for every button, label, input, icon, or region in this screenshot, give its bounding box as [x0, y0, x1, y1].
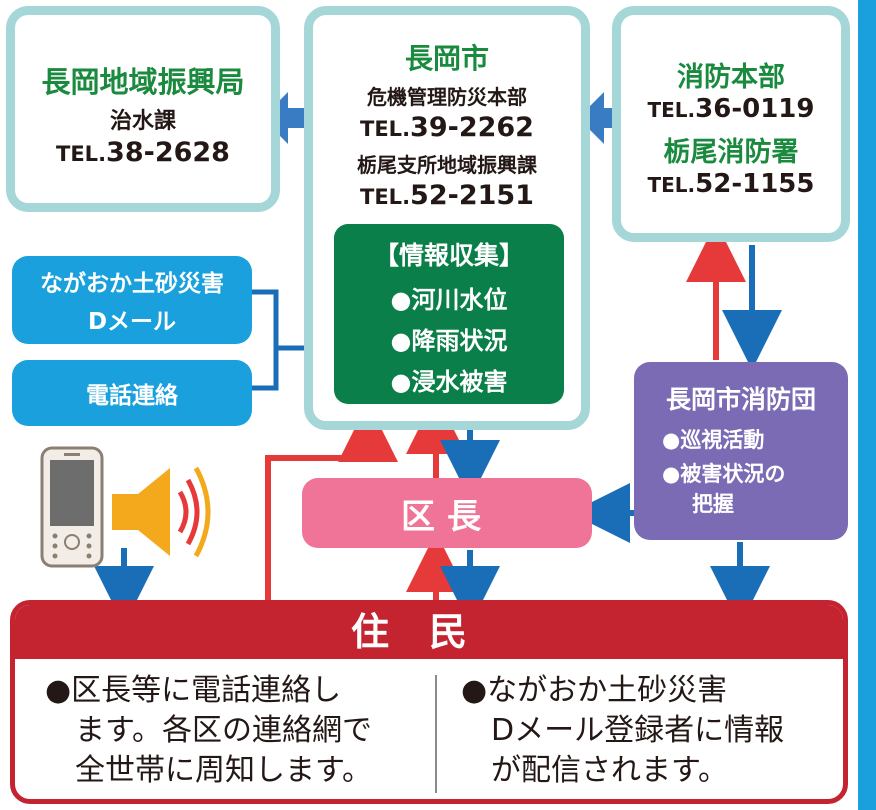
office-name: 長岡地域振興局 [41, 65, 245, 99]
residents-left-text: ●区長等に電話連絡し ます。各区の連絡網で 全世帯に周知します。 [45, 671, 425, 791]
fire-station-name: 栃尾消防署 [663, 137, 799, 168]
city-name: 長岡市 [404, 42, 489, 75]
city-dept2: 栃尾支所地域振興課 [357, 153, 537, 177]
residents-right-line: が配信されます。 [491, 753, 728, 788]
mail-line2: Dメール [87, 309, 177, 335]
mail-line1: ながおか土砂災害 [40, 271, 224, 297]
office-tel: TEL.38-2628 [56, 137, 230, 168]
nagaoka-regional-office-box: 長岡地域振興局 治水課 TEL.38-2628 [6, 6, 280, 212]
speaker-icon [112, 466, 211, 558]
residents-box: 住民 ●区長等に電話連絡し ます。各区の連絡網で 全世帯に周知します。 ●ながお… [10, 600, 848, 804]
ward-chief-label: 区長 [401, 496, 493, 537]
residents-right-line: Dメール登録者に情報 [491, 713, 785, 748]
bracket-line [250, 289, 312, 391]
fire-hq-box: 消防本部 TEL.36-0119 栃尾消防署 TEL.52-1155 [612, 6, 850, 242]
fire-corps-item: 把握 [692, 492, 734, 516]
residents-divider [435, 675, 437, 793]
residents-right-line: ●ながおか土砂災害 [461, 673, 728, 708]
office-dept: 治水課 [109, 109, 176, 134]
info-item: ●河川水位 [390, 286, 508, 314]
city-dept1: 危機管理防災本部 [367, 85, 527, 109]
residents-left-line: ます。各区の連絡網で [75, 713, 372, 748]
fire-corps-item: ●巡視活動 [662, 428, 765, 452]
landslide-mail-pill: ながおか土砂災害 Dメール [12, 256, 252, 344]
fire-hq-tel: TEL.36-0119 [647, 94, 815, 124]
ward-chief-box: 区長 [302, 478, 592, 548]
fire-hq-name: 消防本部 [677, 62, 785, 93]
info-collection-panel: 【情報収集】 ●河川水位 ●降雨状況 ●浸水被害 [334, 224, 564, 404]
city-tel2: TEL.52-2151 [360, 180, 534, 211]
residents-left-line: 全世帯に周知します。 [75, 753, 372, 788]
info-item: ●浸水被害 [390, 368, 508, 396]
fire-corps-item: ●被害状況の [662, 462, 786, 486]
smartphone-icon [40, 446, 104, 568]
phone-contact-pill: 電話連絡 [12, 360, 252, 426]
residents-right-text: ●ながおか土砂災害 Dメール登録者に情報 が配信されます。 [461, 671, 841, 791]
info-title: 【情報収集】 [373, 241, 524, 270]
fire-corps-title: 長岡市消防団 [665, 385, 816, 414]
fire-station-tel: TEL.52-1155 [647, 169, 815, 199]
arrow-line [265, 402, 398, 605]
residents-title: 住民 [15, 605, 843, 659]
info-item: ●降雨状況 [390, 327, 508, 355]
fire-corps-box: 長岡市消防団 ●巡視活動 ●被害状況の 把握 [634, 362, 848, 540]
right-edge-strip [858, 0, 876, 810]
city-tel1: TEL.39-2262 [360, 112, 534, 143]
residents-left-line: ●区長等に電話連絡し [45, 673, 342, 708]
phone-contact-label: 電話連絡 [86, 383, 178, 409]
